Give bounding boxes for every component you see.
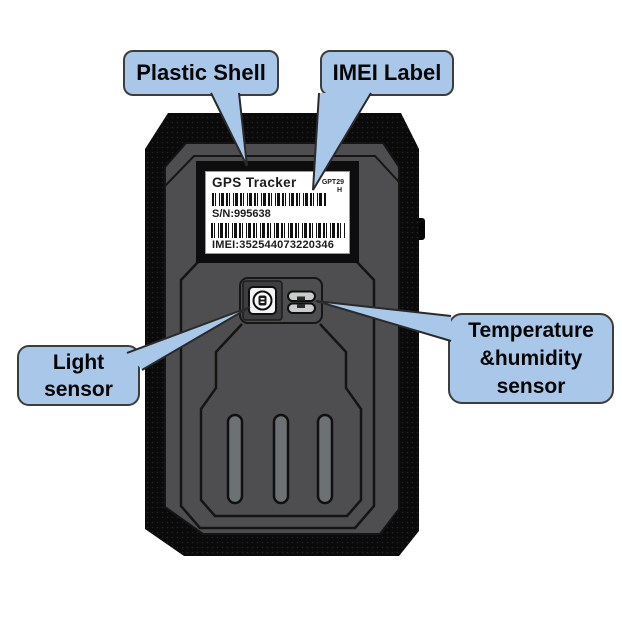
callout-plastic-shell: Plastic Shell [123,50,279,96]
serial-barcode [212,193,326,206]
light-sensor-chip [258,295,267,306]
callout-text: sensor [44,377,113,401]
callout-text: IMEI Label [332,60,442,85]
light-sensor-chip-slit [260,301,265,303]
grille-slot [226,413,244,505]
label-model-suffix: H [336,187,342,194]
panel-lower-outline [199,323,363,518]
callout-text: sensor [496,374,566,398]
label-title: GPS Tracker [212,175,297,190]
callout-text: Temperature [468,318,594,342]
callout-imei-label: IMEI Label [320,50,454,96]
label-serial: S/N:995638 [212,208,271,220]
imei-barcode [211,223,345,238]
label-imei: IMEI:352544073220346 [212,239,335,251]
humidity-vent-top [287,290,316,302]
label-card: GPS Tracker GPT29 H S/N:995638 IMEI:3525… [205,171,350,254]
light-sensor-chip-slit [260,298,265,300]
panel-top-inner-line [164,155,400,187]
humidity-vent-notch [297,304,305,308]
callout-light-sensor: Light sensor [17,345,140,406]
callout-temp-humidity-sensor: Temperature &humidity sensor [448,313,614,404]
callout-text: &humidity [479,346,583,370]
label-model: GPT29 [321,179,344,186]
humidity-vent-bottom [287,302,316,314]
callout-text: Light [52,350,105,374]
grille-slot [316,413,334,505]
grille-slot [272,413,290,505]
humidity-vent-notch [297,296,305,301]
imei-info-label: GPS Tracker GPT29 H S/N:995638 IMEI:3525… [196,161,359,263]
callout-text: Plastic Shell [136,60,266,85]
